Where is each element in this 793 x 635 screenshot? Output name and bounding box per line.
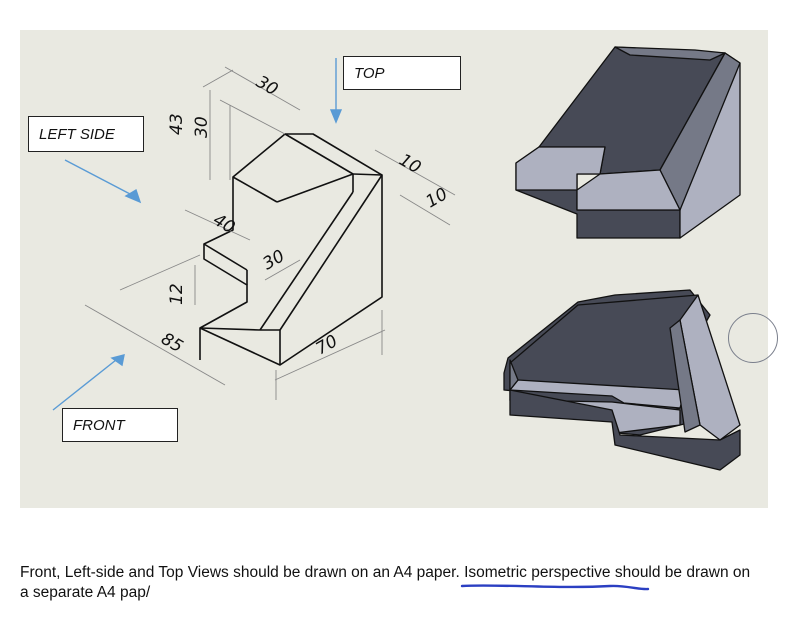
dim-12: 12 [167,283,187,305]
view-arrows [52,58,343,411]
circle-annotation[interactable] [728,313,778,363]
isometric-wireframe [199,133,383,366]
caption-text-before: Front, Left-side and Top Views should be… [20,564,465,581]
label-front: FRONT [62,408,178,442]
figure-panel: 30 43 30 10 10 40 30 12 85 70 [20,30,768,508]
dim-43: 43 [167,113,187,135]
dim-30-top: 30 [253,72,282,100]
dim-10-b: 10 [423,184,452,212]
dim-10-a: 10 [396,150,425,178]
dim-85: 85 [158,329,187,357]
label-top: TOP [343,56,461,90]
dim-30-mid: 30 [260,246,289,274]
solid-view-1 [515,46,741,239]
caption: Front, Left-side and Top Views should be… [20,563,760,603]
caption-highlight-text: Isometric perspective [464,564,611,581]
solid-view-2 [503,289,741,471]
dim-70: 70 [313,331,342,359]
dimension-lines [84,66,456,400]
caption-text-after: should be drawn on a separate A4 pap/ [20,564,751,601]
technical-drawing: 30 43 30 10 10 40 30 12 85 70 [52,46,741,471]
label-left-side: LEFT SIDE [28,116,144,152]
handwritten-underline [460,584,650,591]
dim-30-left: 30 [192,116,212,138]
caption-highlight: Isometric perspective [460,564,650,591]
dim-40: 40 [210,210,239,238]
